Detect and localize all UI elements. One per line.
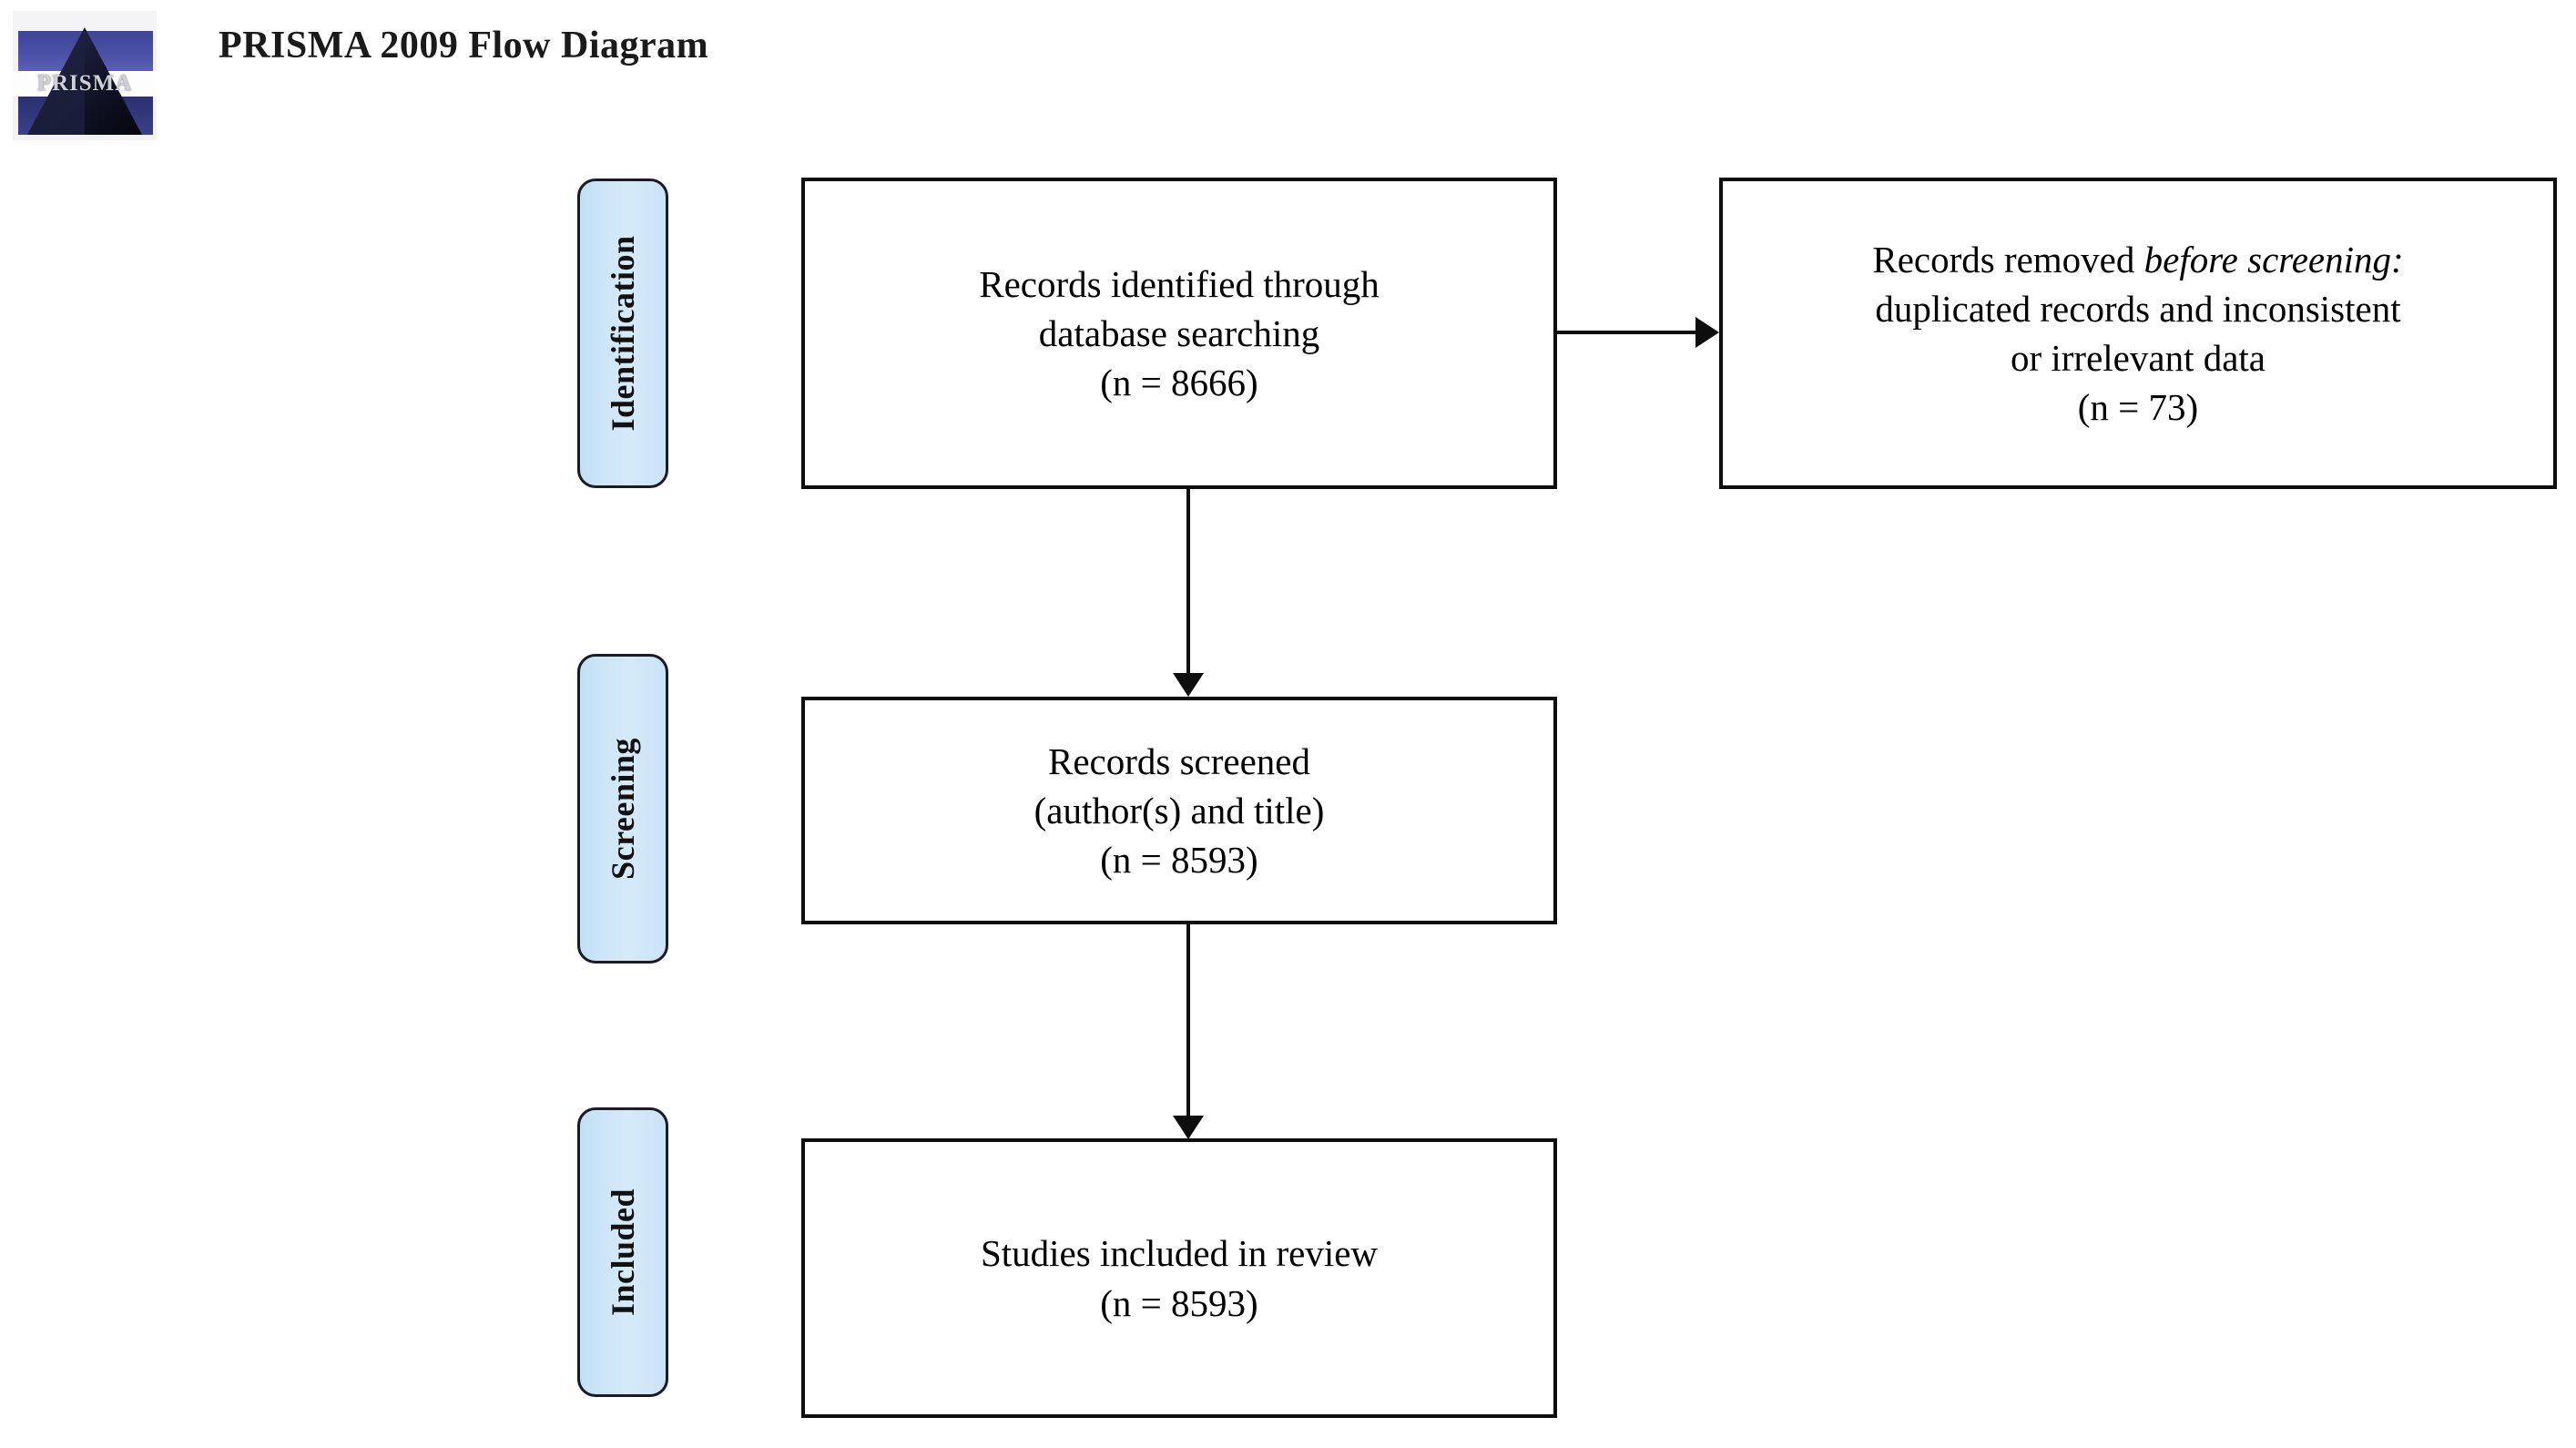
- page-title: PRISMA 2009 Flow Diagram: [219, 25, 709, 66]
- box-studies-included-count: (n = 8593): [1100, 1281, 1258, 1324]
- connector-screened-to-included-line: [1186, 924, 1190, 1116]
- connector-identified-to-removed-arrowhead-icon: [1695, 317, 1719, 348]
- stage-label-identification: Identification: [577, 178, 668, 488]
- box-records-removed-line3: or irrelevant data: [2010, 337, 2265, 379]
- box-records-screened-count: (n = 8593): [1100, 839, 1258, 882]
- box-records-removed-line1-italic: before screening:: [2143, 238, 2404, 280]
- logo-wordmark: PRISMA: [36, 71, 133, 96]
- box-records-removed-line1-plain: Records removed: [1872, 238, 2144, 280]
- prisma-logo: PRISMA: [13, 11, 157, 140]
- box-records-removed-line2: duplicated records and inconsistent: [1875, 287, 2401, 330]
- pyramid-icon: [27, 27, 142, 135]
- logo-band-top: [13, 11, 157, 31]
- diagram-header: PRISMA PRISMA 2009 Flow Diagram: [0, 0, 2576, 146]
- box-records-identified-line2: database searching: [1038, 311, 1320, 354]
- stage-label-screening-text: Screening: [605, 738, 641, 880]
- connector-screened-to-included-arrowhead-icon: [1173, 1116, 1204, 1139]
- stage-label-included: Included: [577, 1107, 668, 1397]
- box-records-screened-line2: (author(s) and title): [1033, 789, 1325, 831]
- connector-identified-to-removed-line: [1557, 331, 1695, 334]
- stage-label-included-text: Included: [605, 1188, 641, 1317]
- box-records-screened-line1: Records screened: [1047, 739, 1310, 782]
- box-records-screened: Records screened (author(s) and title) (…: [801, 697, 1557, 924]
- stage-label-identification-text: Identification: [605, 235, 641, 432]
- box-studies-included-line1: Studies included in review: [980, 1232, 1379, 1275]
- box-records-identified-line1: Records identified through: [979, 262, 1380, 305]
- box-records-removed: Records removed before screening: duplic…: [1719, 178, 2557, 489]
- connector-identified-to-screened-arrowhead-icon: [1173, 673, 1204, 697]
- box-studies-included: Studies included in review (n = 8593): [801, 1138, 1557, 1418]
- stage-label-screening: Screening: [577, 654, 668, 964]
- connector-identified-to-screened-line: [1186, 489, 1190, 673]
- box-records-removed-count: (n = 73): [2077, 386, 2199, 429]
- box-records-removed-line1: Records removed before screening:: [1872, 235, 2403, 284]
- box-records-identified: Records identified through database sear…: [801, 178, 1557, 489]
- box-records-identified-count: (n = 8666): [1100, 362, 1258, 404]
